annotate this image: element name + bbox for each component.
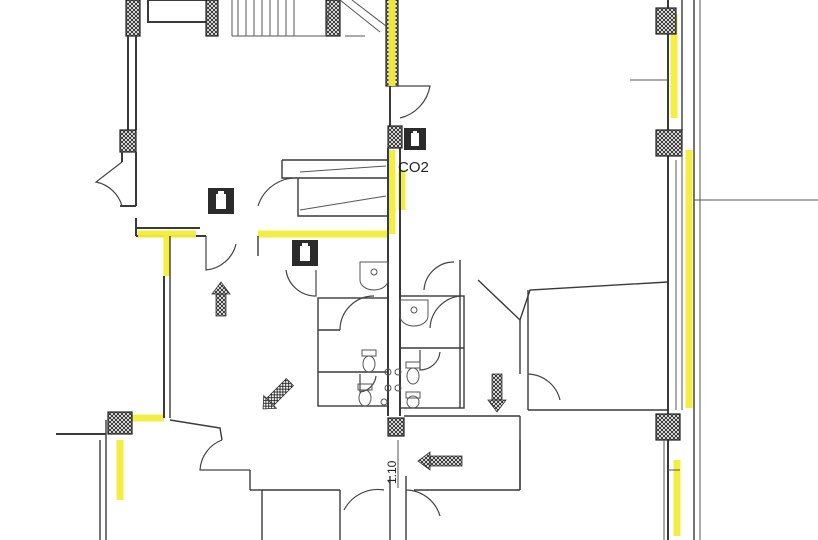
duct-shaft — [257, 148, 401, 416]
co2-label: CO2 — [398, 159, 429, 176]
toilet-icon — [405, 361, 421, 385]
corridor-doors — [205, 236, 317, 297]
escape-route-arrow-icon — [262, 377, 295, 410]
fire-extinguisher-icon — [292, 240, 318, 266]
escape-route-arrow-icon — [487, 373, 507, 413]
escape-wall-highlights — [116, 0, 693, 536]
washroom-block — [317, 260, 465, 409]
washbasin-icon — [359, 261, 389, 291]
right-room-walls — [477, 279, 669, 490]
right-facade — [630, 0, 818, 540]
fire-extinguisher-icon — [404, 128, 426, 150]
toilet-icon — [405, 391, 421, 409]
escape-route-arrow-icon — [211, 281, 231, 317]
upper-hall-walls — [94, 36, 431, 237]
washbasin-icon — [399, 299, 429, 327]
toilet-icon — [357, 383, 373, 407]
escape-route-arrow-icon — [417, 451, 463, 471]
toilet-icon — [361, 349, 377, 373]
dimension-label: 1.10 — [385, 460, 399, 484]
stairwell — [125, 0, 399, 87]
pipe-fixtures — [380, 368, 402, 406]
fire-extinguisher-icon — [208, 188, 234, 214]
